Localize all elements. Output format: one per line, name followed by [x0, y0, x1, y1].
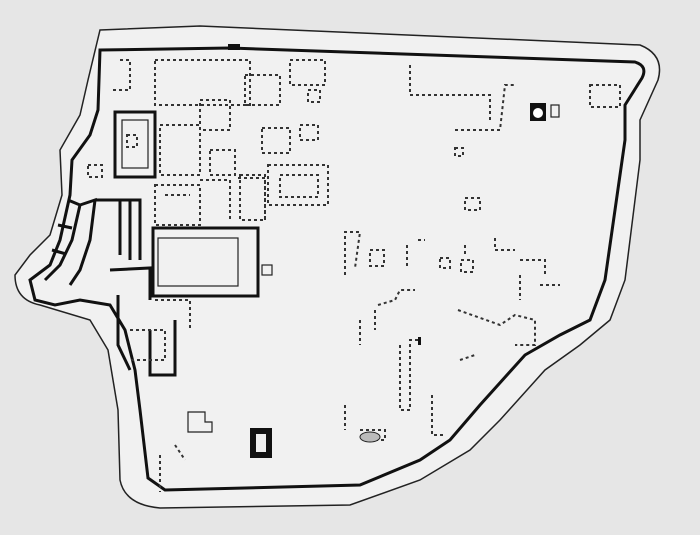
building — [589, 84, 621, 108]
building — [239, 174, 266, 221]
gate-block — [228, 44, 240, 50]
citadel-inner — [121, 119, 149, 169]
building — [344, 231, 362, 275]
building — [454, 147, 464, 157]
western-bastions — [43, 197, 97, 286]
citadel-building — [113, 110, 157, 179]
building — [159, 444, 186, 492]
outline-structure — [187, 411, 213, 433]
building — [369, 249, 385, 267]
building — [359, 289, 415, 345]
building — [267, 164, 329, 206]
building — [464, 238, 560, 300]
outer-contour — [14, 25, 661, 509]
building — [244, 74, 281, 106]
building — [439, 257, 451, 269]
building — [279, 174, 319, 198]
cistern — [359, 431, 381, 443]
building — [406, 239, 425, 268]
palace-court — [157, 237, 239, 287]
building — [159, 124, 201, 176]
small-structure — [261, 264, 273, 276]
small-chapel — [550, 104, 560, 118]
building — [399, 339, 420, 411]
church-apse — [533, 108, 543, 118]
building — [307, 89, 321, 103]
citadel-core — [126, 134, 138, 148]
building — [261, 127, 291, 154]
building — [344, 395, 445, 441]
building — [299, 124, 319, 141]
building — [199, 99, 231, 131]
marker — [418, 337, 421, 345]
building — [459, 354, 476, 361]
building — [457, 309, 536, 346]
building — [409, 65, 515, 131]
building — [87, 164, 103, 178]
dotted-foundations — [87, 59, 621, 492]
building — [209, 149, 236, 176]
building — [464, 197, 481, 211]
tower-interior — [256, 434, 266, 452]
west-foundations — [110, 59, 266, 361]
palace-complex — [151, 226, 260, 298]
building — [154, 59, 251, 106]
west-rooms — [95, 198, 177, 377]
building — [460, 259, 474, 273]
fortification-wall — [28, 46, 646, 492]
